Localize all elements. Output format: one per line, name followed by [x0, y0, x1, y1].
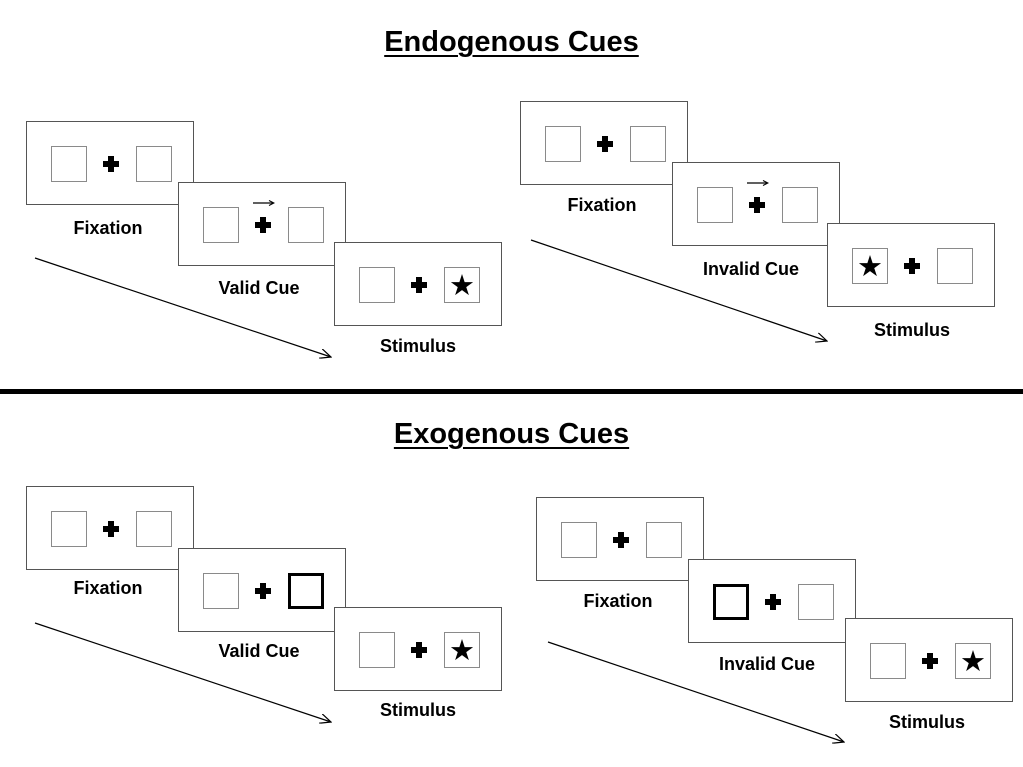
endogenous-invalid-stimulus-frame: ★: [827, 223, 995, 307]
star-icon: ★: [449, 632, 475, 667]
endogenous-valid-fixation-frame: [26, 121, 194, 205]
fixation-cross-icon: [255, 583, 271, 599]
fixation-cross-icon: [765, 594, 781, 610]
right-placeholder-box: [782, 187, 818, 223]
exogenous-valid-time-arrow: [34, 622, 331, 722]
exogenous-title: Exogenous Cues: [393, 418, 630, 450]
fixation-cross-icon: [613, 532, 629, 548]
fixation-cross-icon: [103, 521, 119, 537]
fixation-cross-icon: [255, 217, 271, 233]
right-cued-box: [288, 573, 324, 609]
exogenous-valid-stimulus-frame: ★: [334, 607, 502, 691]
fixation-cross-icon: [597, 136, 613, 152]
left-target-box: ★: [852, 248, 888, 284]
right-arrow-icon: [747, 180, 769, 186]
left-placeholder-box: [51, 146, 87, 182]
star-icon: ★: [960, 643, 986, 678]
exogenous-invalid-fixation-frame: [536, 497, 704, 581]
exogenous-invalid-stimulus-frame: ★: [845, 618, 1013, 702]
endogenous-invalid-cue-label: Invalid Cue: [702, 259, 800, 279]
exogenous-invalid-stimulus-label: Stimulus: [888, 712, 965, 732]
fixation-cross-icon: [749, 197, 765, 213]
endogenous-title: Endogenous Cues: [384, 26, 639, 58]
left-placeholder-box: [51, 511, 87, 547]
fixation-cross-icon: [411, 277, 427, 293]
left-placeholder-box: [203, 573, 239, 609]
exogenous-invalid-fixation-label: Fixation: [583, 591, 653, 611]
endogenous-invalid-time-arrow: [530, 239, 827, 341]
exogenous-valid-fixation-frame: [26, 486, 194, 570]
star-icon: ★: [449, 267, 475, 302]
endogenous-valid-cue-label: Valid Cue: [218, 278, 300, 298]
exogenous-invalid-cue-frame: [688, 559, 856, 643]
endogenous-valid-stimulus-label: Stimulus: [379, 336, 456, 356]
exogenous-valid-stimulus-label: Stimulus: [379, 700, 456, 720]
fixation-cross-icon: [411, 642, 427, 658]
section-divider: [0, 389, 1023, 394]
left-cued-box: [713, 584, 749, 620]
fixation-cross-icon: [103, 156, 119, 172]
fixation-cross-icon: [922, 653, 938, 669]
exogenous-invalid-cue-label: Invalid Cue: [718, 654, 816, 674]
exogenous-valid-cue-label: Valid Cue: [218, 641, 300, 661]
star-icon: ★: [857, 248, 883, 283]
left-placeholder-box: [545, 126, 581, 162]
endogenous-valid-stimulus-frame: ★: [334, 242, 502, 326]
left-placeholder-box: [870, 643, 906, 679]
left-placeholder-box: [561, 522, 597, 558]
endogenous-invalid-cue-frame: [672, 162, 840, 246]
left-placeholder-box: [359, 267, 395, 303]
endogenous-invalid-fixation-frame: [520, 101, 688, 185]
endogenous-valid-fixation-label: Fixation: [73, 218, 143, 238]
right-placeholder-box: [288, 207, 324, 243]
exogenous-valid-cue-frame: [178, 548, 346, 632]
endogenous-invalid-stimulus-label: Stimulus: [873, 320, 950, 340]
endogenous-invalid-fixation-label: Fixation: [567, 195, 637, 215]
left-placeholder-box: [697, 187, 733, 223]
endogenous-valid-cue-frame: [178, 182, 346, 266]
left-placeholder-box: [203, 207, 239, 243]
right-placeholder-box: [630, 126, 666, 162]
exogenous-valid-fixation-label: Fixation: [73, 578, 143, 598]
right-placeholder-box: [937, 248, 973, 284]
left-placeholder-box: [359, 632, 395, 668]
right-placeholder-box: [136, 511, 172, 547]
right-target-box: ★: [444, 267, 480, 303]
right-placeholder-box: [136, 146, 172, 182]
right-arrow-icon: [253, 200, 275, 206]
endogenous-valid-time-arrow: [34, 257, 331, 357]
fixation-cross-icon: [904, 258, 920, 274]
right-target-box: ★: [955, 643, 991, 679]
right-target-box: ★: [444, 632, 480, 668]
right-placeholder-box: [646, 522, 682, 558]
right-placeholder-box: [798, 584, 834, 620]
